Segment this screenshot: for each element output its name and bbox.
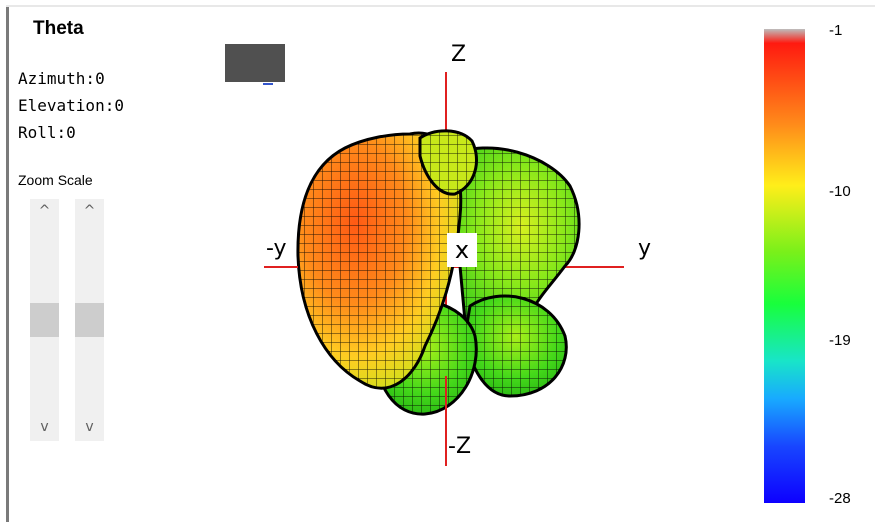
zoom-slider-thumb[interactable]	[30, 303, 59, 337]
zoom-slider[interactable]: ^ v	[30, 199, 59, 441]
colorbar	[764, 29, 805, 503]
scale-down-arrow-icon[interactable]: v	[85, 419, 94, 435]
z-negative-label: -Z	[448, 434, 472, 459]
color-swatch-button[interactable]	[225, 44, 285, 82]
scale-slider-thumb[interactable]	[75, 303, 104, 337]
scale-label: Scale	[57, 172, 93, 188]
colorbar-label-2: -10	[829, 183, 851, 200]
elevation-readout: Elevation:0	[18, 96, 124, 115]
x-axis-label-box: x	[447, 233, 477, 267]
y-negative-label: -y	[266, 236, 287, 261]
azimuth-readout: Azimuth:0	[18, 69, 105, 88]
swatch-underline	[263, 83, 273, 85]
radiation-pattern-plot[interactable]	[250, 36, 650, 476]
y-positive-label: y	[638, 236, 652, 261]
zoom-up-arrow-icon[interactable]: ^	[38, 203, 51, 219]
zoom-label: Zoom	[18, 172, 54, 188]
colorbar-label-4: -28	[829, 490, 851, 507]
colorbar-label-1: -1	[829, 22, 843, 39]
top-border	[6, 5, 875, 7]
zoom-down-arrow-icon[interactable]: v	[40, 419, 49, 435]
zoom-scale-labels: Zoom Scale	[18, 172, 93, 188]
x-axis-label: x	[454, 236, 470, 264]
left-border	[6, 7, 9, 522]
scale-up-arrow-icon[interactable]: ^	[83, 203, 96, 219]
roll-readout: Roll:0	[18, 123, 76, 142]
scale-slider[interactable]: ^ v	[75, 199, 104, 441]
colorbar-label-3: -19	[829, 332, 851, 349]
panel-title: Theta	[33, 18, 84, 39]
z-positive-label: Z	[451, 42, 467, 67]
